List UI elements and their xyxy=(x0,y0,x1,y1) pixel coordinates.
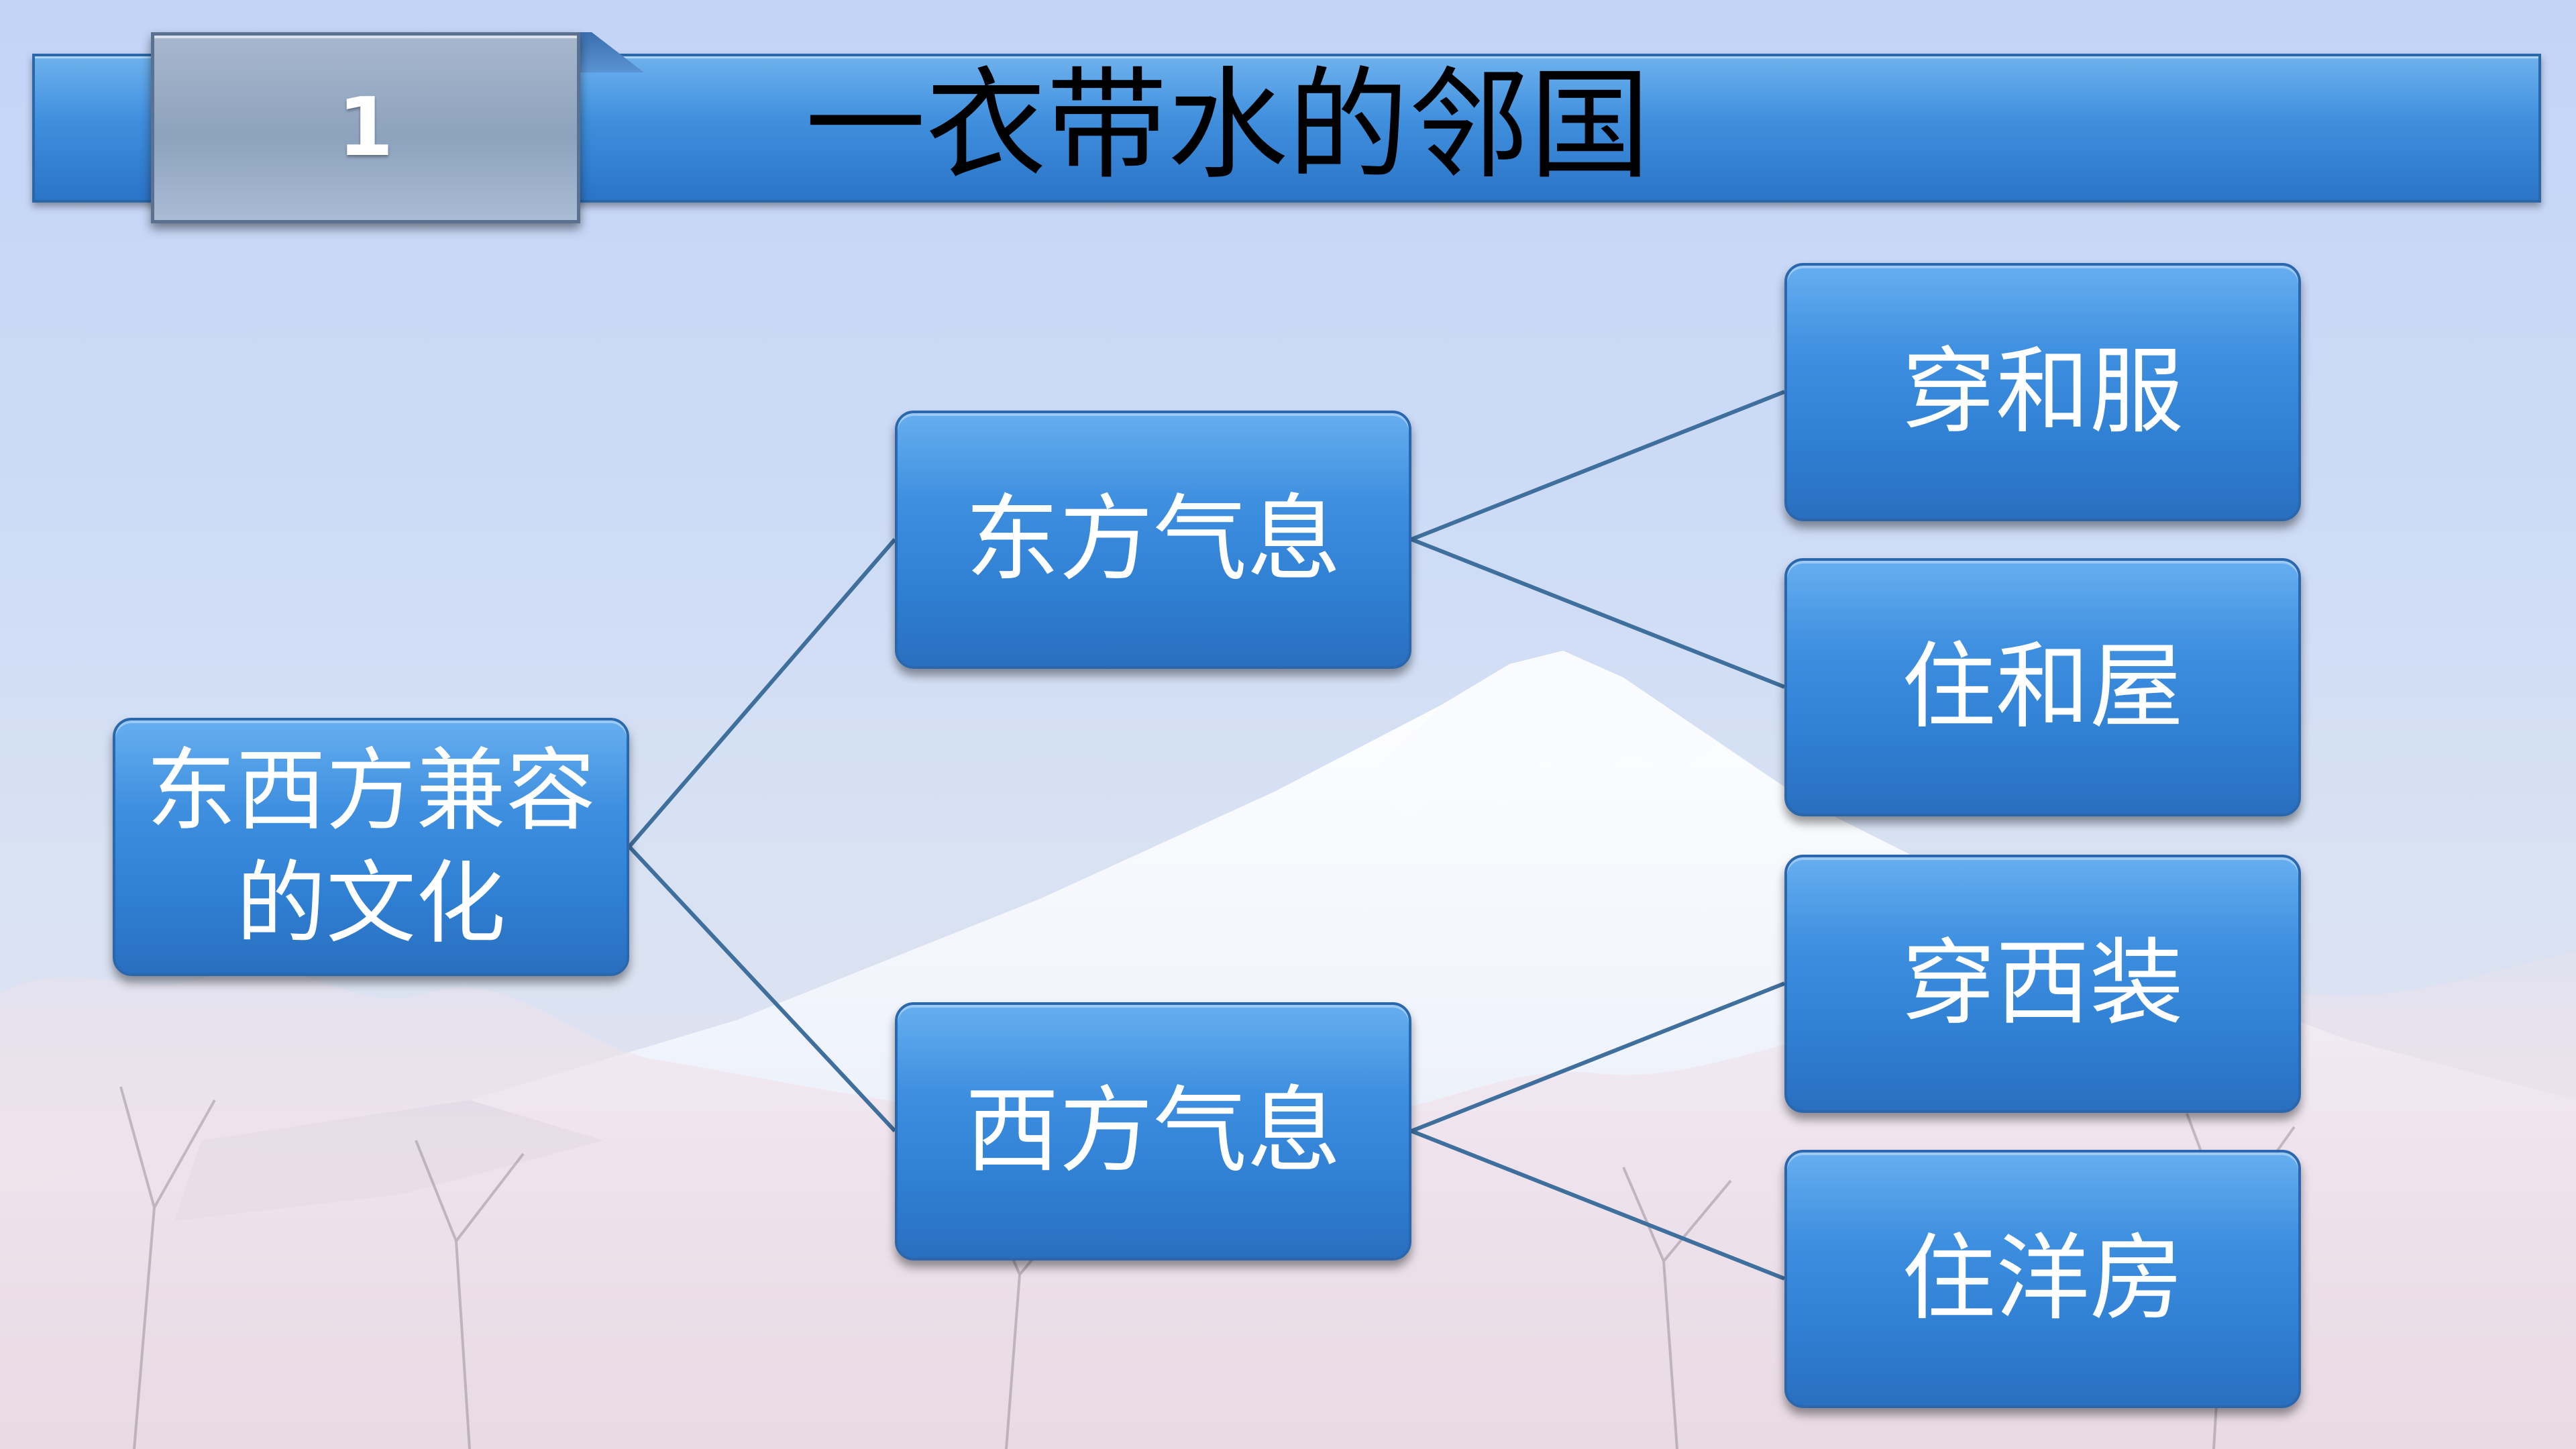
node-root-label: 东西方兼容的文化 xyxy=(146,738,596,956)
node-western-style: 西方气息 xyxy=(895,1002,1411,1260)
connector-west-leaf3 xyxy=(1410,981,1786,1133)
connector-root-east xyxy=(627,538,897,848)
leaf-label: 住和屋 xyxy=(1901,632,2184,742)
node-western-label: 西方气息 xyxy=(965,1076,1341,1186)
node-eastern-style: 东方气息 xyxy=(895,411,1411,669)
connector-east-leaf2 xyxy=(1410,537,1786,689)
leaf-label: 穿和服 xyxy=(1901,337,2184,447)
leaf-label: 穿西装 xyxy=(1901,928,2184,1038)
section-number: 1 xyxy=(337,81,394,174)
node-root-culture: 东西方兼容的文化 xyxy=(113,718,629,976)
node-live-japanese-house: 住和屋 xyxy=(1784,558,2301,816)
node-wear-suit: 穿西装 xyxy=(1784,855,2301,1113)
node-wear-kimono: 穿和服 xyxy=(1784,263,2301,521)
leaf-label: 住洋房 xyxy=(1901,1224,2184,1334)
slide-title: 一衣带水的邻国 xyxy=(805,56,1651,196)
node-live-western-house: 住洋房 xyxy=(1784,1150,2301,1408)
connector-root-west xyxy=(627,845,897,1133)
connector-west-leaf4 xyxy=(1410,1129,1786,1281)
connector-east-leaf1 xyxy=(1410,390,1786,541)
section-number-tab: 1 xyxy=(151,32,580,223)
node-eastern-label: 东方气息 xyxy=(965,484,1341,594)
